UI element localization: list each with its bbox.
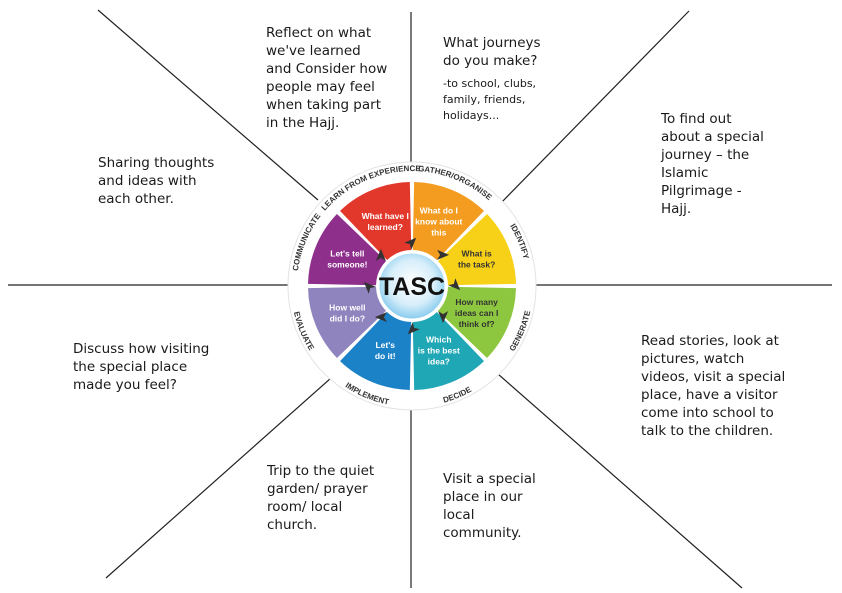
segment-communicate (308, 214, 387, 286)
note-read: Read stories, look at pictures, watch vi… (641, 333, 786, 439)
flow-arrow-icon (363, 281, 376, 294)
flow-arrow-icon (437, 249, 450, 260)
tasc-label: TASC (379, 273, 445, 301)
divider-bottom-left (105, 369, 341, 579)
note-journeys-list: -to school, clubs, family, friends, holi… (443, 77, 537, 122)
note-sharing: Sharing thoughts and ideas with each oth… (98, 155, 215, 207)
flow-arrow-icon (407, 322, 420, 335)
tasc-hub (376, 250, 448, 322)
segment-gather-organise (412, 182, 484, 261)
flow-arrow-icon (374, 312, 387, 323)
segment-decide (412, 311, 484, 390)
segment-evaluate (308, 286, 387, 358)
divider-top-left (97, 9, 319, 201)
segment-learn-from-experience (340, 182, 412, 261)
note-reflect: Reflect on what we've learned and Consid… (266, 25, 388, 131)
note-trip: Trip to the quiet garden/ prayer room/ l… (267, 463, 375, 533)
segment-implement (340, 311, 412, 390)
note-find-out: To find out about a special journey – th… (661, 111, 764, 217)
note-journeys-question: What journeys do you make? (443, 35, 541, 69)
divider-bottom-right (489, 366, 743, 589)
flow-arrow-icon (438, 311, 449, 324)
note-discuss: Discuss how visiting the special place m… (73, 341, 210, 393)
note-visit: Visit a special place in our local commu… (443, 471, 536, 541)
flow-arrow-icon (448, 278, 461, 291)
segment-identify (437, 214, 516, 286)
divider-top-right (496, 10, 690, 208)
flow-arrow-icon (375, 248, 386, 261)
flow-arrow-icon (404, 237, 417, 250)
segment-generate (437, 286, 516, 358)
